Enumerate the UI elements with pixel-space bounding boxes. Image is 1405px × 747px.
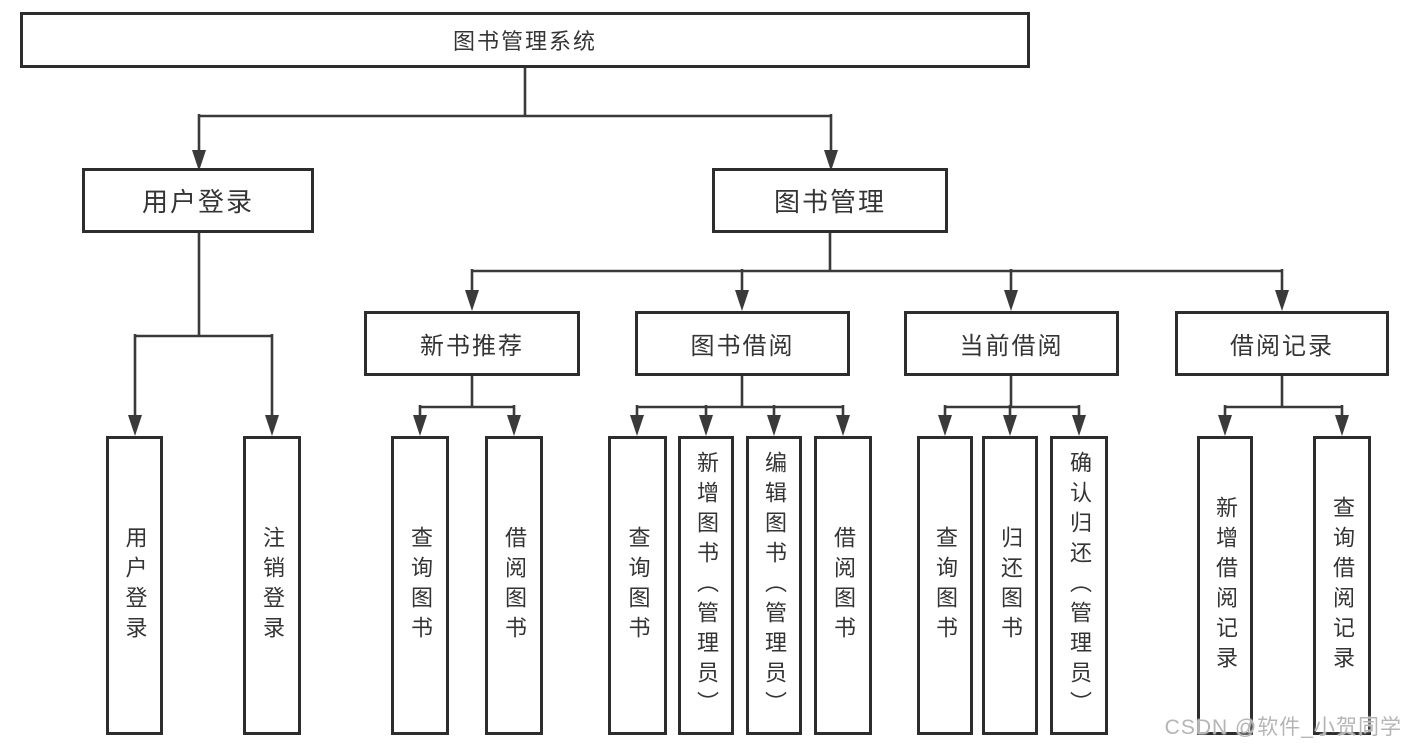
leaf-borrow-book: 借阅图书 xyxy=(814,436,872,735)
arrow-down-icon xyxy=(265,415,279,436)
arrow-down-icon xyxy=(1072,415,1086,436)
leaf-query-books-borrow: 查询图书 xyxy=(608,436,667,735)
node-book-management-label: 图书管理 xyxy=(773,187,886,217)
leaf-query-books-current-label: 查询图书 xyxy=(933,525,958,646)
arrow-down-icon xyxy=(507,415,521,436)
connector-book-borrow-split xyxy=(635,373,845,417)
leaf-query-books-borrow-label: 查询图书 xyxy=(625,525,651,646)
leaf-logout-label: 注销登录 xyxy=(260,525,285,646)
leaf-confirm-return-admin-label: 确认归还（管理员） xyxy=(1067,450,1092,721)
node-borrow-records-label: 借阅记录 xyxy=(1230,333,1334,360)
node-borrow-records: 借阅记录 xyxy=(1175,311,1389,376)
arrow-down-icon xyxy=(1275,290,1289,311)
leaf-query-books-recommend: 查询图书 xyxy=(391,436,449,735)
arrow-down-icon xyxy=(1335,415,1349,436)
leaf-query-books-current: 查询图书 xyxy=(917,436,973,735)
arrow-down-icon xyxy=(836,415,850,436)
node-book-management: 图书管理 xyxy=(712,168,948,233)
connector-new-book-split xyxy=(418,373,516,417)
node-new-book-recommend: 新书推荐 xyxy=(364,311,580,376)
arrow-down-icon xyxy=(128,415,142,436)
leaf-confirm-return-admin: 确认归还（管理员） xyxy=(1050,436,1108,735)
arrow-down-icon xyxy=(699,415,713,436)
leaf-borrow-books-recommend-label: 借阅图书 xyxy=(502,525,527,646)
node-root-label: 图书管理系统 xyxy=(452,29,597,54)
node-book-borrow-label: 图书借阅 xyxy=(690,333,795,360)
watermark-text: CSDN @软件_小贺同学 xyxy=(1164,716,1402,739)
node-root: 图书管理系统 xyxy=(20,12,1030,68)
leaf-add-book-admin-label: 新增图书（管理员） xyxy=(694,450,719,721)
arrow-down-icon xyxy=(192,150,206,171)
connector-user-login-split xyxy=(133,230,274,417)
arrow-down-icon xyxy=(465,290,479,311)
connector-current-borrow-split xyxy=(943,373,1081,417)
node-book-borrow: 图书借阅 xyxy=(635,311,850,376)
leaf-add-book-admin: 新增图书（管理员） xyxy=(678,436,734,735)
node-current-borrow: 当前借阅 xyxy=(904,311,1119,376)
leaf-edit-book-admin: 编辑图书（管理员） xyxy=(746,436,802,735)
arrow-down-icon xyxy=(767,415,781,436)
node-current-borrow-label: 当前借阅 xyxy=(959,333,1064,360)
arrow-down-icon xyxy=(413,415,427,436)
leaf-user-login: 用户登录 xyxy=(106,436,163,735)
leaf-user-login-label: 用户登录 xyxy=(122,525,148,646)
arrow-down-icon xyxy=(938,415,952,436)
leaf-borrow-books-recommend: 借阅图书 xyxy=(485,436,543,735)
leaf-logout: 注销登录 xyxy=(243,436,301,735)
arrow-down-icon xyxy=(735,290,749,311)
leaf-add-borrow-record-label: 新增借阅记录 xyxy=(1213,495,1238,676)
leaf-edit-book-admin-label: 编辑图书（管理员） xyxy=(762,450,787,721)
connector-borrow-records-split xyxy=(1223,373,1344,417)
connector-book-mgmt-split xyxy=(470,230,1284,292)
connector-root-split xyxy=(197,65,833,151)
arrowheads xyxy=(128,150,1349,436)
leaf-return-book: 归还图书 xyxy=(982,436,1038,735)
arrow-down-icon xyxy=(1003,415,1017,436)
node-new-book-recommend-label: 新书推荐 xyxy=(420,333,524,360)
arrow-down-icon xyxy=(1218,415,1232,436)
leaf-query-borrow-record: 查询借阅记录 xyxy=(1313,436,1371,735)
node-user-login-label: 用户登录 xyxy=(141,187,254,217)
arrow-down-icon xyxy=(1004,290,1018,311)
arrow-down-icon xyxy=(630,415,644,436)
leaf-query-books-recommend-label: 查询图书 xyxy=(408,525,433,646)
leaf-query-borrow-record-label: 查询借阅记录 xyxy=(1330,495,1355,676)
leaf-return-book-label: 归还图书 xyxy=(998,525,1023,646)
arrow-down-icon xyxy=(824,150,838,171)
leaf-borrow-book-label: 借阅图书 xyxy=(831,525,856,646)
leaf-add-borrow-record: 新增借阅记录 xyxy=(1197,436,1253,735)
node-user-login: 用户登录 xyxy=(82,168,314,233)
